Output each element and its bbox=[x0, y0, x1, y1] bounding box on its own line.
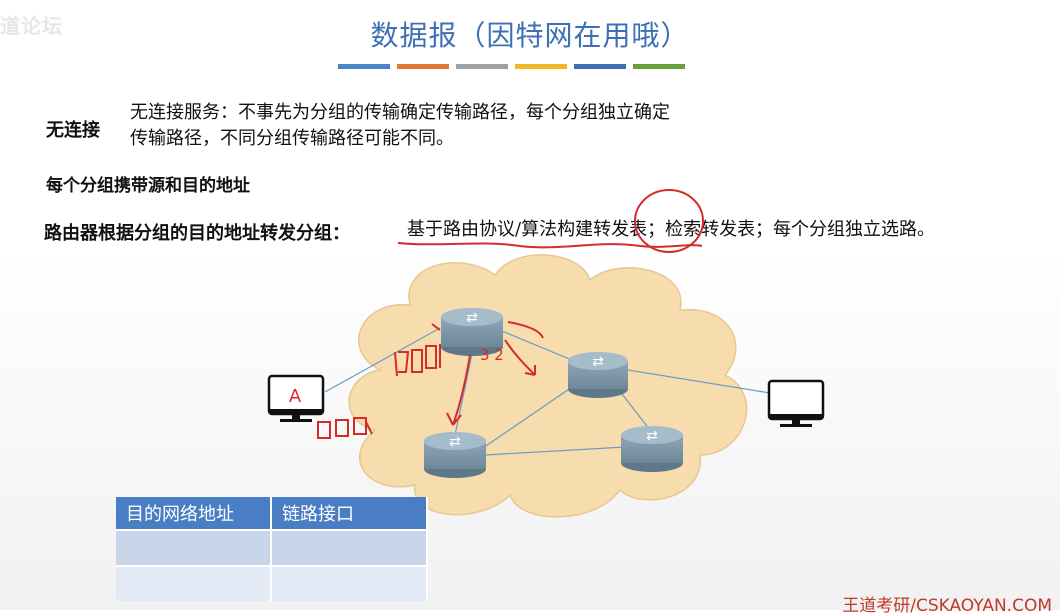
circle-forward-table bbox=[634, 189, 704, 253]
packets-near-host bbox=[317, 417, 373, 439]
packets-near-router bbox=[394, 344, 441, 377]
forwarding-table: 目的网络地址 链路接口 bbox=[116, 497, 428, 601]
slide-title: 数据报（因特网在用哦） bbox=[370, 19, 690, 52]
table-row bbox=[116, 565, 428, 601]
table-cell bbox=[271, 529, 428, 566]
packet-arrow-to-router bbox=[431, 323, 441, 331]
color-bar-6 bbox=[633, 64, 685, 69]
host-b-computer bbox=[767, 379, 825, 427]
connectionless-desc-line1: 无连接服务：不事先为分组的传输确定传输路径，每个分组独立确定 bbox=[130, 102, 670, 123]
arrow-right bbox=[504, 321, 544, 376]
forum-watermark: 道论坛 bbox=[0, 14, 63, 38]
router-middle: ⇄ bbox=[568, 352, 628, 398]
svg-text:⇄: ⇄ bbox=[592, 354, 604, 370]
table-cell bbox=[271, 565, 428, 601]
router-forward-label: 路由器根据分组的目的地址转发分组： bbox=[44, 223, 350, 244]
color-bar-1 bbox=[338, 64, 390, 69]
svg-text:⇄: ⇄ bbox=[646, 428, 658, 444]
underline-router-text bbox=[397, 242, 703, 249]
brand-watermark: 王道考研/CSKAOYAN.COM bbox=[842, 596, 1052, 616]
svg-text:⇄: ⇄ bbox=[466, 310, 478, 326]
network-cloud bbox=[348, 254, 748, 518]
connectionless-label: 无连接 bbox=[46, 120, 100, 141]
router-forward-text: 基于路由协议/算法构建转发表；检索转发表；每个分组独立选路。 bbox=[407, 219, 936, 240]
handwritten-numbers: 3 2 bbox=[480, 346, 504, 364]
svg-text:⇄: ⇄ bbox=[449, 434, 461, 450]
color-bar-5 bbox=[574, 64, 626, 69]
address-statement: 每个分组携带源和目的地址 bbox=[46, 176, 250, 196]
arrow-down-left bbox=[446, 354, 471, 426]
table-header-destination: 目的网络地址 bbox=[116, 497, 272, 530]
host-a-label: A bbox=[289, 386, 302, 407]
router-bottom-left: ⇄ bbox=[424, 432, 486, 478]
router-bottom-right: ⇄ bbox=[621, 426, 683, 472]
table-cell bbox=[116, 565, 272, 601]
table-cell bbox=[116, 529, 272, 566]
color-bar-4 bbox=[515, 64, 567, 69]
host-a-computer: A bbox=[267, 374, 325, 422]
color-bar-2 bbox=[397, 64, 449, 69]
router-top: ⇄ bbox=[441, 308, 503, 356]
table-header-interface: 链路接口 bbox=[271, 497, 428, 530]
connectionless-desc-line2: 传输路径，不同分组传输路径可能不同。 bbox=[130, 128, 454, 149]
table-row bbox=[116, 529, 428, 566]
color-bar-3 bbox=[456, 64, 508, 69]
